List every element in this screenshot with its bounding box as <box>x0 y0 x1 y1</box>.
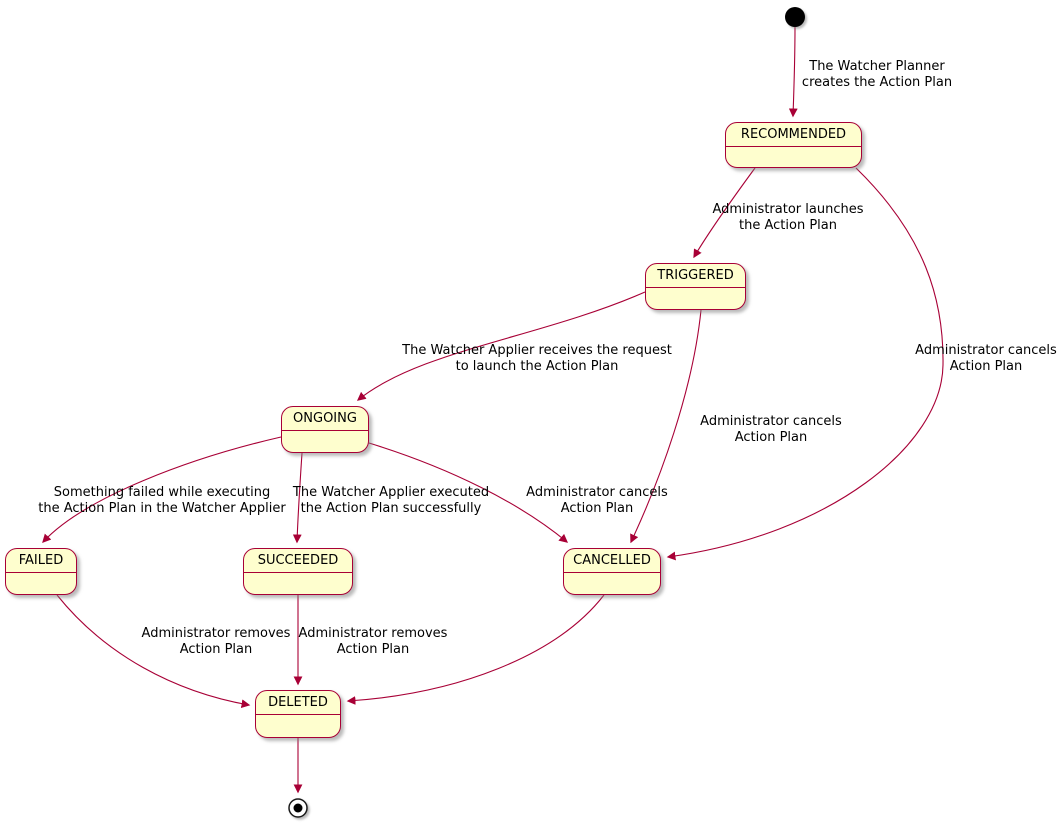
state-triggered-label: TRIGGERED <box>646 264 745 288</box>
edge-label-line: The Watcher Applier executed <box>292 485 490 500</box>
edge-label-line: Action Plan <box>949 358 1023 374</box>
state-deleted: DELETED <box>255 690 341 738</box>
edge-label-failed-deleted: Administrator removes Action Plan <box>142 626 291 657</box>
edge-label-triggered-ongoing: The Watcher Applier receives the request… <box>402 343 672 374</box>
edge-label-line: The Watcher Applier receives the request <box>402 343 672 358</box>
edge-label-line: Administrator cancels <box>700 414 842 429</box>
edge-ongoing-failed <box>42 436 282 543</box>
edge-label-line: Administrator cancels <box>526 485 668 500</box>
state-cancelled-label: CANCELLED <box>564 549 660 573</box>
edge-label-ongoing-succeeded: The Watcher Applier executed the Action … <box>293 485 489 516</box>
edge-cancelled-deleted <box>346 594 605 705</box>
state-recommended: RECOMMENDED <box>725 122 862 168</box>
edge-label-line: The Watcher Planner <box>809 59 945 74</box>
edge-failed-deleted <box>56 594 251 709</box>
state-deleted-label: DELETED <box>256 691 340 715</box>
edge-label-line: Action Plan <box>560 500 634 516</box>
edge-label-ongoing-cancelled: Administrator cancels Action Plan <box>526 485 668 516</box>
edge-start-recommended <box>788 26 798 118</box>
edge-label-line: the Action Plan in the Watcher Applier <box>38 500 286 516</box>
edge-label-line: Something failed while executing <box>53 485 271 500</box>
edge-label-recommended-cancelled: Administrator cancels Action Plan <box>915 343 1057 374</box>
state-cancelled: CANCELLED <box>563 548 661 595</box>
edge-label-line: Administrator cancels <box>915 343 1057 358</box>
state-succeeded: SUCCEEDED <box>243 548 353 595</box>
edge-label-line: Action Plan <box>336 641 410 657</box>
edge-ongoing-cancelled <box>368 442 569 543</box>
edge-recommended-cancelled <box>666 167 944 561</box>
edge-label-line: the Action Plan <box>739 217 837 233</box>
state-recommended-label: RECOMMENDED <box>726 123 861 147</box>
edge-triggered-cancelled <box>630 309 702 544</box>
edge-label-succeeded-deleted: Administrator removes Action Plan <box>299 626 448 657</box>
state-failed: FAILED <box>5 548 77 595</box>
edge-label-line: to launch the Action Plan <box>455 358 619 374</box>
state-triggered: TRIGGERED <box>645 263 746 310</box>
state-failed-label: FAILED <box>6 549 76 573</box>
edge-label-ongoing-failed: Something failed while executing the Act… <box>38 485 285 516</box>
edge-label-line: Action Plan <box>179 641 253 657</box>
edge-label-line: Action Plan <box>734 429 808 445</box>
edge-recommended-triggered <box>693 167 756 259</box>
edge-label-line: creates the Action Plan <box>801 74 953 90</box>
edge-label-triggered-cancelled: Administrator cancels Action Plan <box>700 414 842 445</box>
edge-label-recommended-triggered: Administrator launches the Action Plan <box>713 202 864 233</box>
state-succeeded-label: SUCCEEDED <box>244 549 352 573</box>
initial-state-node <box>785 7 805 27</box>
final-state-dot <box>293 803 303 813</box>
edge-label-line: the Action Plan successfully <box>300 500 482 516</box>
edge-label-line: Administrator removes <box>298 626 448 641</box>
edge-ongoing-succeeded <box>292 452 303 544</box>
edge-triggered-ongoing <box>356 291 646 401</box>
state-ongoing-label: ONGOING <box>282 407 368 431</box>
edge-label-line: Administrator launches <box>712 202 864 217</box>
edge-label-line: Administrator removes <box>141 626 291 641</box>
state-ongoing: ONGOING <box>281 406 369 453</box>
edge-label-start-recommended: The Watcher Planner creates the Action P… <box>802 59 952 90</box>
